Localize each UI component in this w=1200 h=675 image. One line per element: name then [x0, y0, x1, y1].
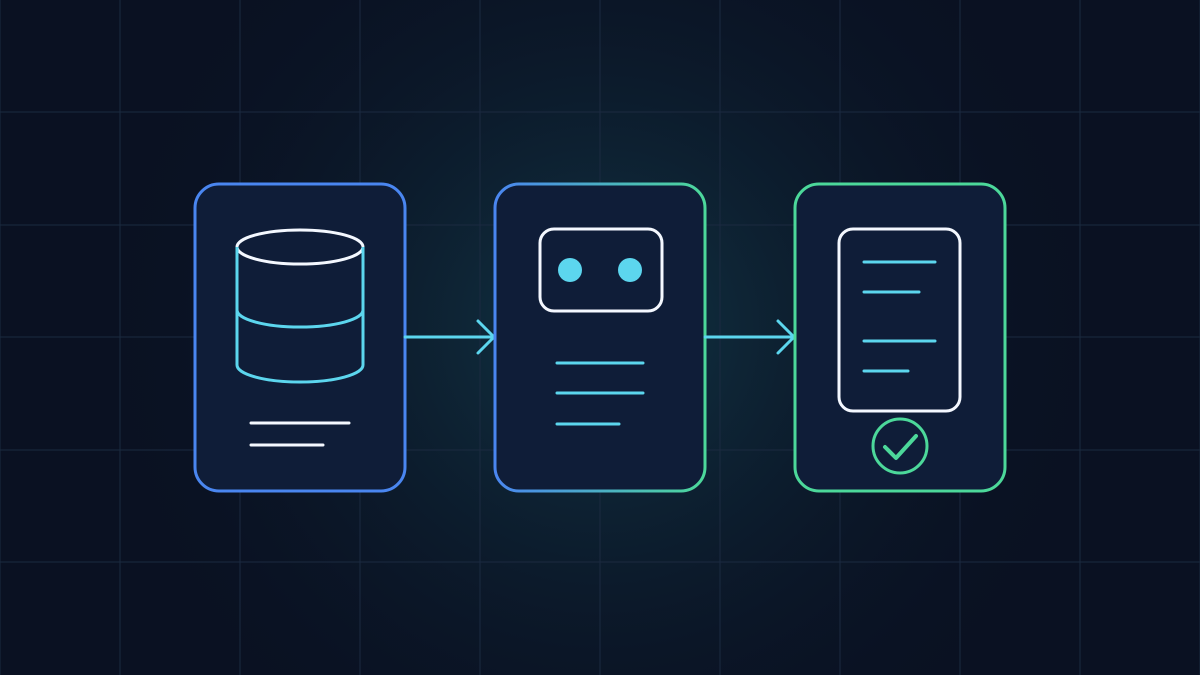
- database-middle-band: [235, 309, 365, 329]
- robot-head: [538, 227, 664, 313]
- database-icon: [235, 228, 365, 384]
- card-verified-document: [793, 182, 1007, 493]
- document-page: [837, 227, 962, 413]
- node-ai-processor: [493, 182, 707, 493]
- check-mark: [883, 434, 918, 460]
- check-circle: [871, 417, 929, 475]
- database-bottom: [235, 364, 365, 384]
- robot-eye-left: [558, 258, 582, 282]
- robot-face-icon: [538, 227, 664, 313]
- check-circle-icon: [871, 417, 929, 475]
- node-verified-document: [793, 182, 1007, 493]
- robot-eye-right: [618, 258, 642, 282]
- document-icon: [837, 227, 962, 413]
- node-data-source: [193, 182, 407, 493]
